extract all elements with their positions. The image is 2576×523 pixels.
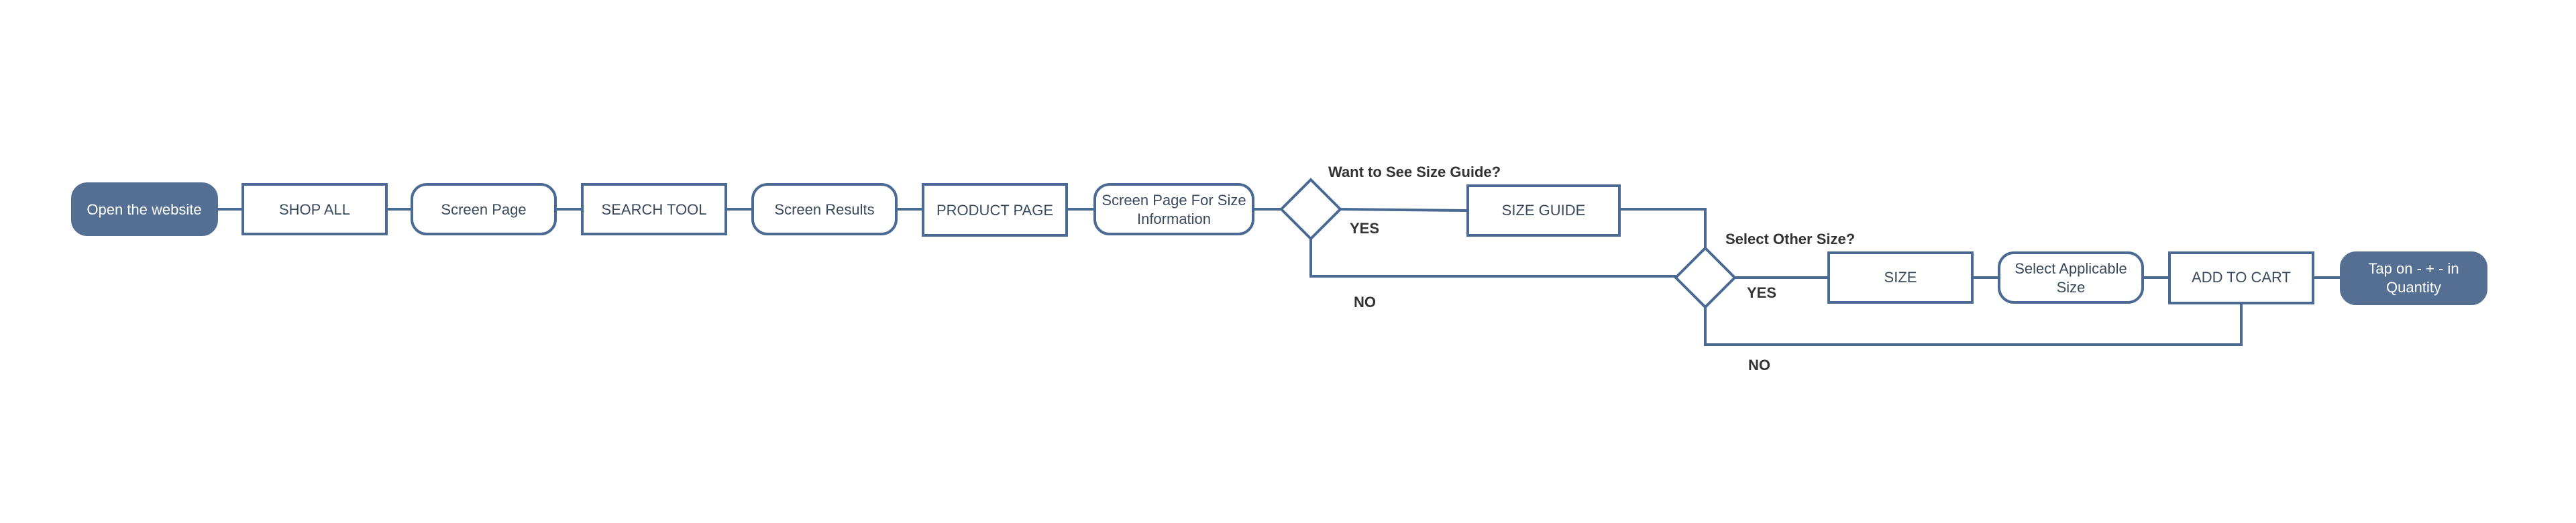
decision-select-other-size <box>1674 246 1737 309</box>
decision-select-other-size-label: Select Other Size? <box>1725 231 1855 247</box>
node-open-website: Open the website <box>71 182 218 236</box>
node-select-applicable-size: Select Applicable Size <box>1998 251 2144 304</box>
node-size-guide-label: SIZE GUIDE <box>1502 202 1586 219</box>
edge-label-no-2: NO <box>1748 357 1770 373</box>
edges <box>217 208 2341 346</box>
node-screen-page: Screen Page <box>411 183 557 235</box>
edge-decision1-no-to-decision2 <box>1309 239 1676 278</box>
node-size-label: SIZE <box>1884 269 1917 286</box>
node-tap-quantity: Tap on - + - in Quantity <box>2340 251 2487 305</box>
node-search-tool-label: SEARCH TOOL <box>602 201 707 218</box>
node-screen-results-label: Screen Results <box>774 201 874 218</box>
edge-sizeguide-to-decision2 <box>1619 208 1707 248</box>
node-add-to-cart: ADD TO CART <box>2168 251 2314 304</box>
node-select-applicable-size-label-line1: Select Applicable <box>2015 260 2127 277</box>
decision-want-size-guide <box>1279 178 1342 241</box>
node-screen-page-label: Screen Page <box>441 201 526 218</box>
node-screen-page-size-info-label-line1: Screen Page For Size <box>1102 192 1246 209</box>
edge-label-yes-1: YES <box>1350 220 1379 237</box>
node-screen-results: Screen Results <box>751 183 898 235</box>
node-add-to-cart-label: ADD TO CART <box>2192 269 2291 286</box>
node-shop-all: SHOP ALL <box>241 183 388 235</box>
node-product-page: PRODUCT PAGE <box>922 183 1068 237</box>
node-search-tool: SEARCH TOOL <box>581 183 727 235</box>
decision-want-size-guide-label: Want to See Size Guide? <box>1328 164 1501 180</box>
node-select-applicable-size-label-line2: Size <box>2057 279 2086 296</box>
edge-decision1-yes-to-sizeguide <box>1340 208 1468 212</box>
node-screen-page-size-info: Screen Page For Size Information <box>1093 183 1254 235</box>
node-size-guide: SIZE GUIDE <box>1466 184 1621 237</box>
node-product-page-label: PRODUCT PAGE <box>936 202 1053 219</box>
edge-label-no-1: NO <box>1354 294 1376 310</box>
node-screen-page-size-info-label-line2: Information <box>1137 211 1211 227</box>
edge-label-yes-2: YES <box>1747 284 1776 301</box>
node-tap-quantity-label-line1: Tap on - + - in <box>2368 260 2459 277</box>
edge-decision2-no-loop <box>1704 303 2243 346</box>
node-tap-quantity-label-line2: Quantity <box>2386 279 2441 296</box>
node-open-website-label: Open the website <box>87 201 201 218</box>
node-shop-all-label: SHOP ALL <box>279 201 350 218</box>
node-size: SIZE <box>1827 251 1974 304</box>
